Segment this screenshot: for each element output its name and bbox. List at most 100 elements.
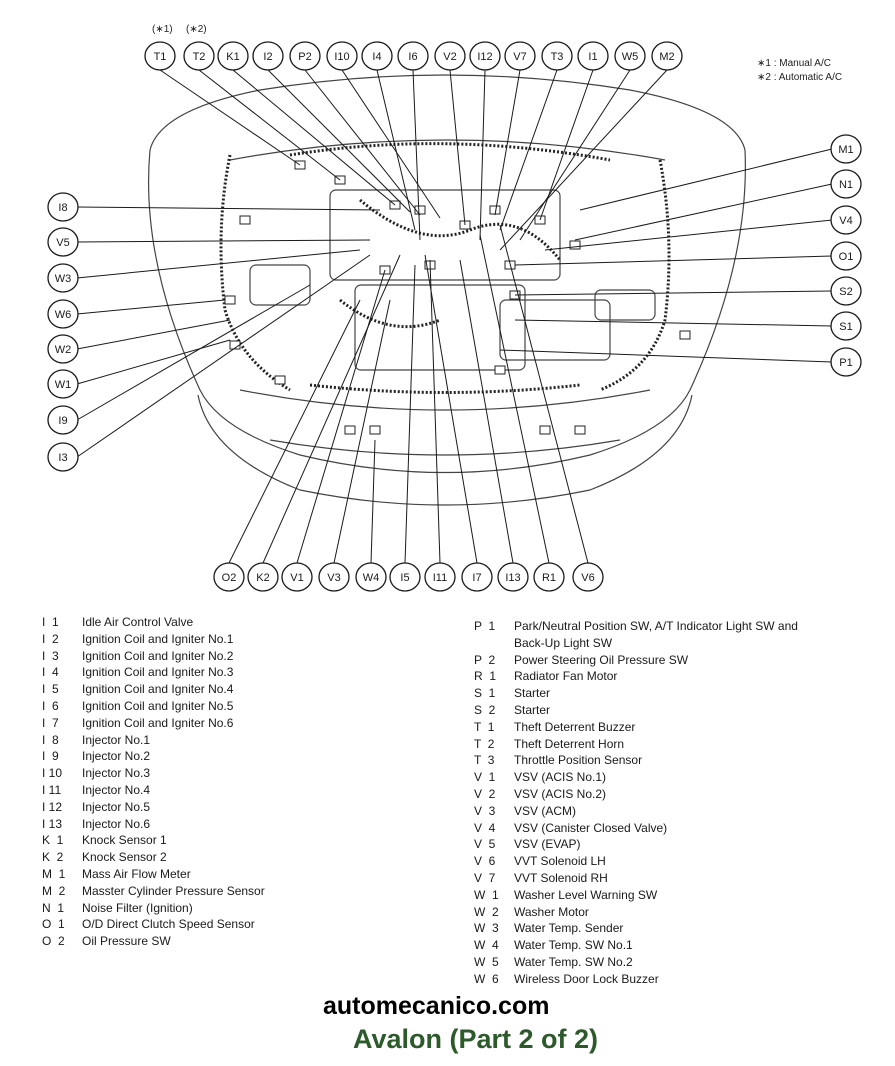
leader-line: [159, 69, 301, 166]
legend-description: Injector No.4: [82, 782, 151, 797]
leader-line: [494, 69, 521, 216]
legend-code: V 1: [474, 770, 496, 785]
callout-circle: [424, 562, 456, 592]
site-title: automecanico.com: [323, 992, 550, 1020]
legend-code: I 12: [42, 799, 63, 814]
harness-wire: [289, 142, 611, 162]
callout-circle: [577, 41, 609, 71]
legend-code: I 10: [42, 766, 63, 781]
leader-line: [459, 259, 514, 564]
callout-circle: [47, 227, 79, 257]
harness-wire: [219, 154, 291, 392]
legend-description: Ignition Coil and Igniter No.3: [82, 665, 234, 680]
callout-label: V3: [327, 572, 340, 584]
callout-circle: [217, 41, 249, 71]
callout-circle: [572, 562, 604, 592]
callout-circle: [533, 562, 565, 592]
callout-label: N1: [839, 179, 853, 191]
leader-line: [424, 254, 478, 564]
leader-line: [514, 255, 833, 266]
callout-label: V1: [290, 572, 303, 584]
leader-line: [76, 299, 226, 315]
legend-code: W 5: [474, 954, 499, 969]
callout-label: M2: [659, 51, 674, 63]
legend-description: VSV (Canister Closed Valve): [514, 820, 668, 835]
legend-code: M 1: [42, 866, 66, 881]
callout-circle: [144, 41, 176, 71]
callout-circle: [183, 41, 215, 71]
legend-description: Masster Cylinder Pressure Sensor: [82, 883, 265, 898]
legend-description: Noise Filter (Ignition): [82, 900, 193, 915]
callout-label: M1: [838, 144, 853, 156]
callout-label: V4: [839, 215, 852, 227]
legend-code: I 9: [42, 749, 59, 764]
legend-description: VSV (EVAP): [514, 837, 581, 852]
connector: [679, 330, 691, 340]
body-outline: [147, 149, 746, 474]
body-outline: [239, 389, 651, 411]
connector: [344, 425, 356, 435]
legend-code: N 1: [42, 900, 65, 915]
leader-line: [262, 254, 401, 564]
connector: [239, 215, 251, 225]
connector: [369, 425, 381, 435]
legend-description: Knock Sensor 1: [82, 833, 167, 848]
legend-description: Ignition Coil and Igniter No.5: [82, 698, 234, 713]
leader-line: [76, 284, 311, 421]
legend-description: Washer Level Warning SW: [514, 887, 658, 902]
leader-line: [76, 239, 371, 243]
callout-label: S1: [839, 321, 852, 333]
legend-code: T 1: [474, 719, 495, 734]
legend-code: V 2: [474, 786, 496, 801]
callout-circle: [247, 562, 279, 592]
leader-line: [499, 69, 558, 231]
engine-component: [249, 264, 311, 306]
legend-description: Theft Deterrent Horn: [514, 736, 625, 751]
legend-description: VSV (ACM): [514, 803, 577, 818]
legend-description: Water Temp. SW No.2: [514, 954, 633, 969]
leader-line: [333, 299, 391, 564]
callout-label: W1: [55, 379, 72, 391]
leader-line: [429, 259, 441, 564]
vehicle-outline: [147, 74, 746, 506]
connector: [494, 365, 506, 375]
leader-line: [544, 219, 833, 251]
callout-circle: [47, 299, 79, 329]
body-outline: [269, 439, 621, 456]
body-outline: [149, 74, 746, 151]
legend-description: Back-Up Light SW: [514, 635, 613, 650]
leader-line: [76, 254, 371, 458]
legend-description: Injector No.3: [82, 766, 151, 781]
harness-wire: [359, 198, 562, 261]
callout-circle: [252, 41, 284, 71]
legend-code: T 2: [474, 736, 495, 751]
legend-description: Idle Air Control Valve: [82, 615, 194, 629]
leader-line: [341, 69, 441, 219]
leader-line: [376, 69, 416, 231]
leader-line: [499, 224, 589, 564]
legend-code: V 5: [474, 837, 496, 852]
callout-circle: [289, 41, 321, 71]
callout-circle: [47, 263, 79, 293]
callout-circle: [469, 41, 501, 71]
callout-circle: [830, 205, 862, 235]
callout-label: W3: [55, 273, 72, 285]
callout-label: V7: [513, 51, 526, 63]
callout-circle: [397, 41, 429, 71]
legend-description: Water Temp. SW No.1: [514, 938, 633, 953]
callout-circle: [434, 41, 466, 71]
legend-code: O 1: [42, 917, 65, 932]
callout-label: I11: [433, 572, 447, 584]
